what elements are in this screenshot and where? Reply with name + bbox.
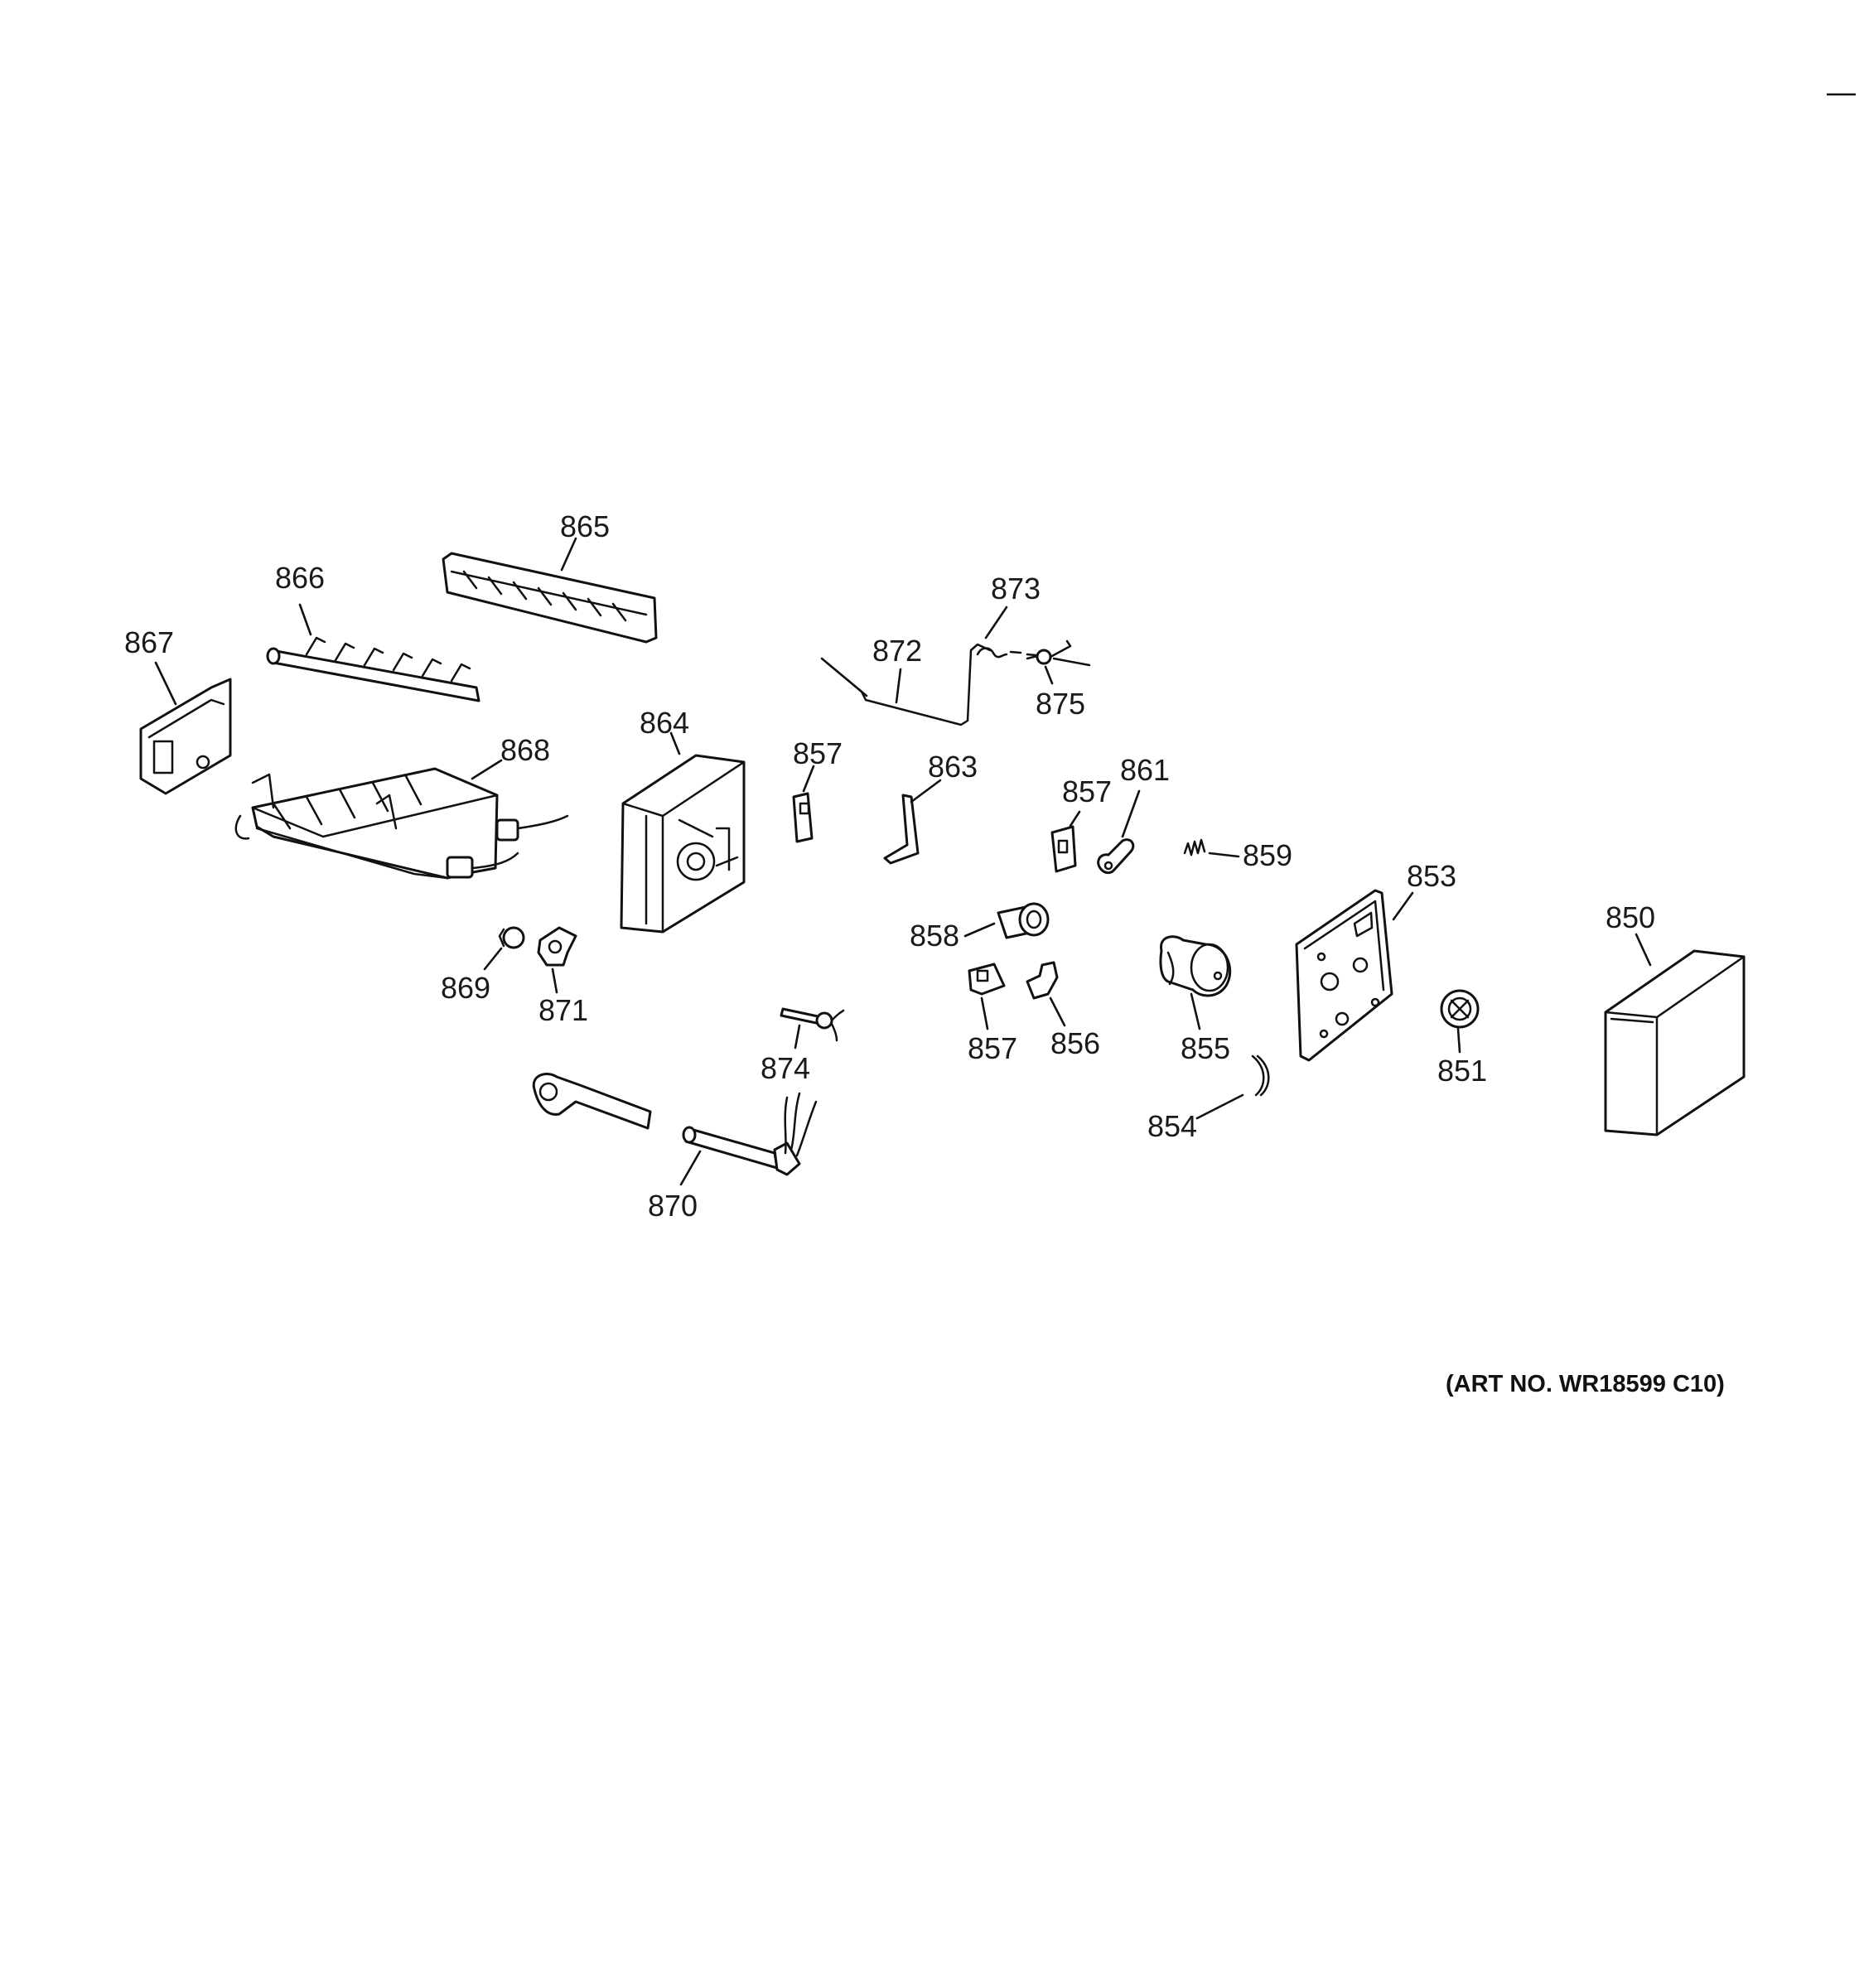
part-867-bracket[interactable] — [139, 678, 232, 795]
part-859-spring[interactable] — [1183, 838, 1206, 856]
label-855: 855 — [1181, 1031, 1230, 1065]
label-851: 851 — [1437, 1054, 1487, 1088]
label-874: 874 — [761, 1051, 810, 1085]
part-872-shutoff-arm[interactable] — [820, 643, 992, 726]
part-861-link[interactable] — [1097, 838, 1135, 875]
label-859: 859 — [1243, 838, 1292, 872]
part-854-clip[interactable] — [1251, 1054, 1270, 1097]
leader-871 — [551, 967, 558, 994]
label-871: 871 — [538, 993, 588, 1027]
leader-856 — [1049, 996, 1066, 1027]
label-856: 856 — [1050, 1026, 1100, 1060]
label-854: 854 — [1147, 1109, 1197, 1143]
label-857-top: 857 — [793, 736, 843, 770]
leader-875 — [1044, 665, 1054, 685]
label-872: 872 — [872, 634, 922, 668]
part-864-control-housing[interactable] — [620, 754, 746, 934]
label-870: 870 — [648, 1189, 698, 1223]
leader-857-top — [802, 765, 815, 793]
part-866-ejector[interactable] — [266, 636, 480, 702]
part-850-cover[interactable] — [1604, 949, 1746, 1136]
leader-863 — [910, 779, 942, 803]
label-857-bottom: 857 — [968, 1031, 1017, 1065]
part-857-switch-bottom[interactable] — [968, 963, 1006, 996]
part-868-mold[interactable] — [234, 767, 569, 880]
part-856-clip[interactable] — [1026, 961, 1059, 1000]
part-853-mounting-plate[interactable] — [1295, 889, 1393, 1062]
leader-865 — [560, 537, 577, 572]
leader-867 — [154, 661, 177, 706]
part-871-washer[interactable] — [537, 926, 577, 967]
leader-850 — [1635, 933, 1652, 967]
label-865: 865 — [560, 509, 610, 543]
part-875-clip[interactable] — [1026, 639, 1091, 667]
part-863-lever[interactable] — [883, 794, 920, 865]
leader-858 — [963, 922, 996, 938]
label-853: 853 — [1407, 859, 1456, 893]
leader-854 — [1195, 1093, 1244, 1120]
leader-864 — [669, 731, 681, 755]
leader-855 — [1190, 992, 1201, 1030]
part-858-thermostat[interactable] — [997, 902, 1050, 939]
label-857-mid: 857 — [1062, 774, 1112, 808]
part-851-gear[interactable] — [1440, 989, 1480, 1029]
leader-859 — [1208, 852, 1240, 858]
art-number: (ART NO. WR18599 C10) — [1446, 1371, 1725, 1397]
part-855-motor[interactable] — [1159, 935, 1232, 997]
leader-869 — [483, 947, 503, 971]
leader-853 — [1392, 891, 1414, 921]
label-873: 873 — [991, 572, 1041, 606]
leader-866 — [298, 603, 312, 636]
part-874-screw[interactable] — [780, 1007, 845, 1042]
leader-872 — [895, 668, 902, 704]
label-875: 875 — [1036, 687, 1085, 721]
label-861: 861 — [1120, 753, 1170, 787]
label-863: 863 — [928, 750, 978, 784]
leader-874 — [794, 1024, 801, 1049]
leader-868 — [471, 759, 503, 780]
leader-857-mid — [1069, 810, 1081, 828]
part-870-harness[interactable] — [532, 1073, 818, 1176]
leader-873 — [984, 606, 1008, 639]
label-850: 850 — [1606, 900, 1655, 934]
part-865-stripper[interactable] — [442, 552, 658, 644]
part-857-switch-middle[interactable] — [1050, 825, 1077, 873]
leader-861 — [1121, 789, 1141, 838]
label-858: 858 — [910, 919, 959, 953]
label-864: 864 — [640, 706, 689, 740]
label-869: 869 — [441, 971, 490, 1005]
leader-870 — [679, 1150, 702, 1186]
part-869-fitting[interactable] — [498, 926, 525, 949]
part-857-switch-top[interactable] — [792, 792, 814, 843]
leader-857-bottom — [980, 996, 989, 1030]
part-873-arm-end[interactable] — [976, 647, 1037, 659]
label-867: 867 — [124, 625, 174, 659]
label-868: 868 — [500, 733, 550, 767]
label-866: 866 — [275, 561, 325, 595]
leader-851 — [1456, 1027, 1461, 1054]
